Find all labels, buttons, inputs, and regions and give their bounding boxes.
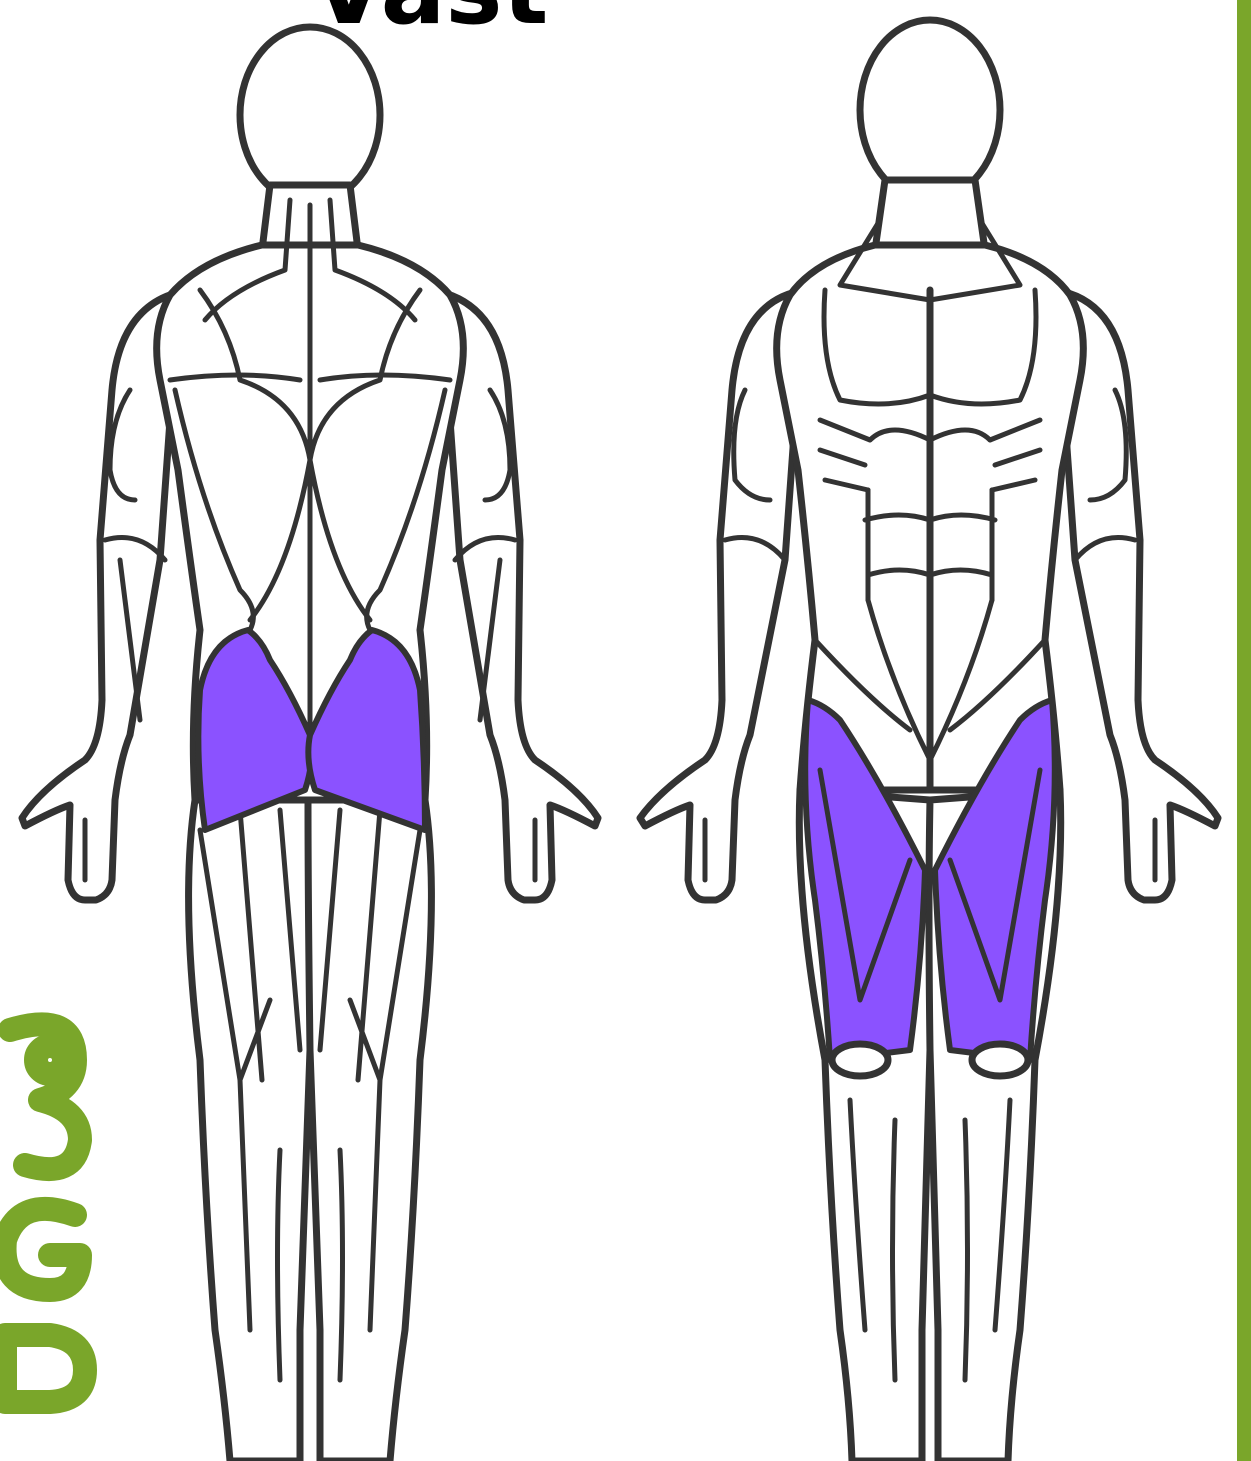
back-head xyxy=(240,27,380,203)
back-view-figure xyxy=(22,27,598,1461)
front-view-figure xyxy=(640,20,1218,1461)
right-kneecap xyxy=(972,1044,1028,1076)
back-left-leg xyxy=(189,800,312,1461)
front-head xyxy=(860,20,1000,200)
front-neck xyxy=(875,180,985,250)
back-right-leg xyxy=(308,800,431,1461)
left-kneecap xyxy=(832,1044,888,1076)
